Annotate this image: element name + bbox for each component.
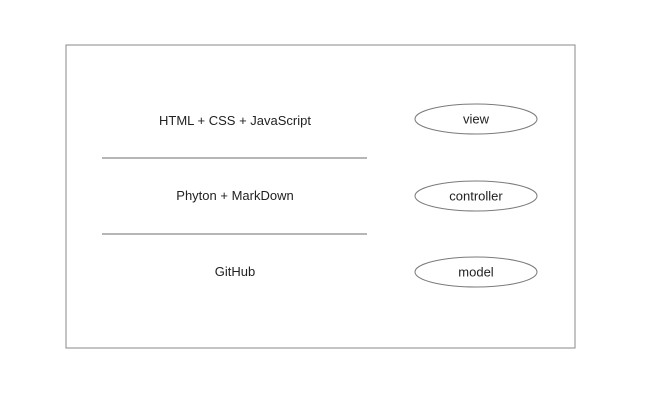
controller-node: controller bbox=[414, 180, 538, 212]
model-ellipse-label: model bbox=[458, 265, 494, 280]
controller-ellipse bbox=[414, 180, 538, 212]
view-ellipse bbox=[414, 103, 538, 135]
layer-model-label: GitHub bbox=[215, 264, 255, 279]
layer-view: HTML + CSS + JavaScript view bbox=[159, 103, 538, 135]
layer-controller: Phyton + MarkDown controller bbox=[176, 180, 538, 212]
view-node: view bbox=[414, 103, 538, 135]
layer-controller-label: Phyton + MarkDown bbox=[176, 188, 293, 203]
model-node: model bbox=[414, 256, 538, 288]
model-ellipse bbox=[414, 256, 538, 288]
view-ellipse-label: view bbox=[463, 112, 490, 127]
layer-model: GitHub model bbox=[215, 256, 538, 288]
layer-view-label: HTML + CSS + JavaScript bbox=[159, 113, 311, 128]
controller-ellipse-label: controller bbox=[449, 189, 503, 204]
